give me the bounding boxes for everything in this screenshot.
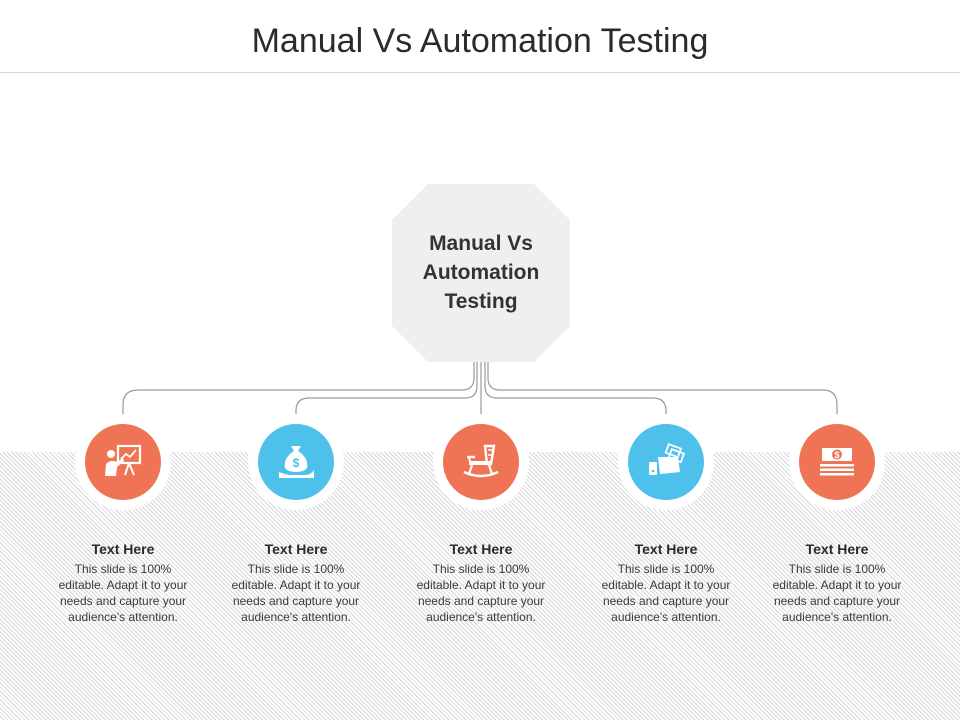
slide-title: Manual Vs Automation Testing — [251, 22, 709, 60]
node-1-body: This slide is 100% editable. Adapt it to… — [48, 561, 198, 625]
node-5-disc: $ — [799, 424, 875, 500]
node-4-ring — [618, 414, 714, 510]
node-5-title: Text Here — [805, 541, 869, 557]
node-3-body-line: audience's attention. — [426, 610, 536, 624]
node-4-title: Text Here — [634, 541, 698, 557]
node-3-body: This slide is 100% editable. Adapt it to… — [406, 561, 556, 625]
node-2: $ Text Here This slide is 100% editable.… — [206, 414, 386, 634]
node-2-body-line: editable. Adapt it to your — [231, 578, 361, 592]
connector-2 — [295, 362, 478, 422]
node-2-body-line: This slide is 100% — [247, 562, 345, 576]
connector-5 — [487, 362, 838, 422]
connector-4 — [484, 362, 667, 422]
node-4-body-line: This slide is 100% — [617, 562, 715, 576]
rocking-chair-icon — [463, 444, 499, 478]
node-2-body: This slide is 100% editable. Adapt it to… — [221, 561, 371, 625]
connector-1 — [122, 362, 475, 422]
node-5-ring: $ — [789, 414, 885, 510]
node-1-body-line: audience's attention. — [68, 610, 178, 624]
node-2-disc: $ — [258, 424, 334, 500]
money-bag-hand-icon: $ — [279, 446, 314, 478]
center-label: Manual Vs Automation Testing — [395, 229, 567, 316]
node-2-body-line: needs and capture your — [232, 594, 360, 608]
node-3-body-line: needs and capture your — [417, 594, 545, 608]
node-4-body-line: editable. Adapt it to your — [601, 578, 731, 592]
node-1-body-line: This slide is 100% — [74, 562, 172, 576]
svg-text:$: $ — [834, 450, 839, 460]
node-4-body: This slide is 100% editable. Adapt it to… — [591, 561, 741, 625]
node-4-body-line: audience's attention. — [611, 610, 721, 624]
node-5-body-line: audience's attention. — [782, 610, 892, 624]
node-5-body-line: needs and capture your — [773, 594, 901, 608]
node-1-ring — [75, 414, 171, 510]
node-4-disc — [628, 424, 704, 500]
wallet-cash-icon — [649, 443, 686, 475]
node-1-title: Text Here — [91, 541, 155, 557]
node-3-body-line: editable. Adapt it to your — [416, 578, 546, 592]
node-3-title: Text Here — [449, 541, 513, 557]
node-2-title: Text Here — [264, 541, 328, 557]
node-5: $ Text Here This slide is 100% editable.… — [747, 414, 927, 634]
node-2-ring: $ — [248, 414, 344, 510]
presentation-board-icon — [105, 444, 142, 476]
center-label-line-3: Testing — [444, 290, 518, 313]
node-3-ring — [433, 414, 529, 510]
center-label-line-1: Manual Vs — [429, 232, 533, 255]
center-label-line-2: Automation — [422, 261, 540, 284]
svg-text:$: $ — [293, 456, 300, 470]
node-3-body-line: This slide is 100% — [432, 562, 530, 576]
node-5-body: This slide is 100% editable. Adapt it to… — [762, 561, 912, 625]
node-3: Text Here This slide is 100% editable. A… — [391, 414, 571, 634]
title-divider — [0, 72, 960, 73]
center-octagon — [392, 184, 570, 362]
node-1-body-line: needs and capture your — [59, 594, 187, 608]
node-1-body-line: editable. Adapt it to your — [58, 578, 188, 592]
node-5-body-line: This slide is 100% — [788, 562, 886, 576]
node-1: Text Here This slide is 100% editable. A… — [33, 414, 213, 634]
node-4-body-line: needs and capture your — [602, 594, 730, 608]
node-4: Text Here This slide is 100% editable. A… — [576, 414, 756, 634]
node-2-body-line: audience's attention. — [241, 610, 351, 624]
node-1-disc — [85, 424, 161, 500]
node-5-body-line: editable. Adapt it to your — [772, 578, 902, 592]
node-3-disc — [443, 424, 519, 500]
cash-stack-icon: $ — [820, 448, 854, 476]
